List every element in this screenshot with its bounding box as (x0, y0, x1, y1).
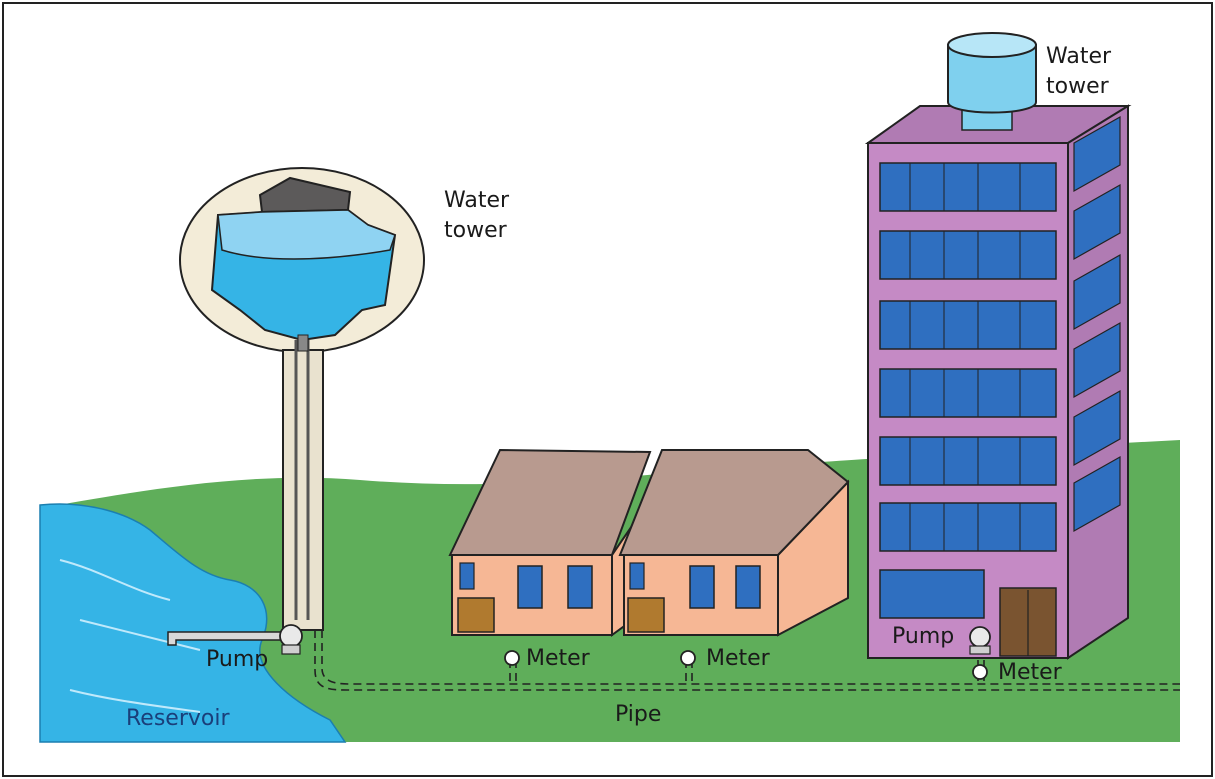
label-meter-1: Meter (526, 646, 590, 671)
left-pump (167, 624, 303, 655)
label-pump-left: Pump (206, 647, 269, 672)
house-1-window-1 (517, 565, 543, 609)
building-windows (879, 115, 1121, 619)
building-side-window (1073, 183, 1121, 261)
building-side-window (1073, 455, 1121, 533)
building-window-row (879, 300, 1057, 350)
label-water-tower-left: Water tower (444, 188, 510, 243)
building-side-window (1073, 253, 1121, 331)
house-2-mirror (629, 562, 645, 590)
house-2-window-1 (689, 565, 715, 609)
house-2-roof (618, 449, 850, 556)
label-meter-3: Meter (998, 660, 1062, 685)
label-water-tower-right: Water tower (1046, 44, 1112, 99)
apartment-building (864, 104, 1132, 660)
house-1-window-2 (567, 565, 593, 609)
building-window-row (879, 368, 1057, 418)
building-window-row (879, 230, 1057, 280)
reservoir-water (39, 503, 347, 743)
label-pump-right: Pump (892, 624, 955, 649)
house-1-roof (448, 448, 652, 556)
house-2-sink-cabinet (627, 597, 665, 633)
reservoir-highlight (59, 559, 201, 713)
building-side-window (1073, 321, 1121, 399)
building-window-row (879, 502, 1057, 552)
tower-tank-roof (258, 176, 352, 214)
tower-column-pipe (294, 340, 310, 620)
tower-tank-water-surface (217, 209, 396, 260)
label-reservoir: Reservoir (126, 706, 230, 731)
building-side-window (1073, 115, 1121, 193)
left-water-tower (179, 167, 425, 631)
tower-column (282, 349, 324, 631)
label-meter-2: Meter (706, 646, 770, 671)
building-pump (969, 626, 991, 655)
meter-1-icon (504, 650, 520, 666)
house-1-sink-cabinet (457, 597, 495, 633)
label-pipe: Pipe (615, 702, 662, 727)
building-window-row (879, 436, 1057, 486)
rooftop-water-tower (947, 32, 1037, 131)
building-window-row (879, 162, 1057, 212)
meter-3-icon (972, 664, 988, 680)
tower-top-pipe (297, 334, 309, 352)
building-side-window (1073, 389, 1121, 467)
house-2 (618, 449, 850, 637)
building-window-row (879, 569, 985, 619)
meter-2-icon (680, 650, 696, 666)
house-1-mirror (459, 562, 475, 590)
house-2-window-2 (735, 565, 761, 609)
